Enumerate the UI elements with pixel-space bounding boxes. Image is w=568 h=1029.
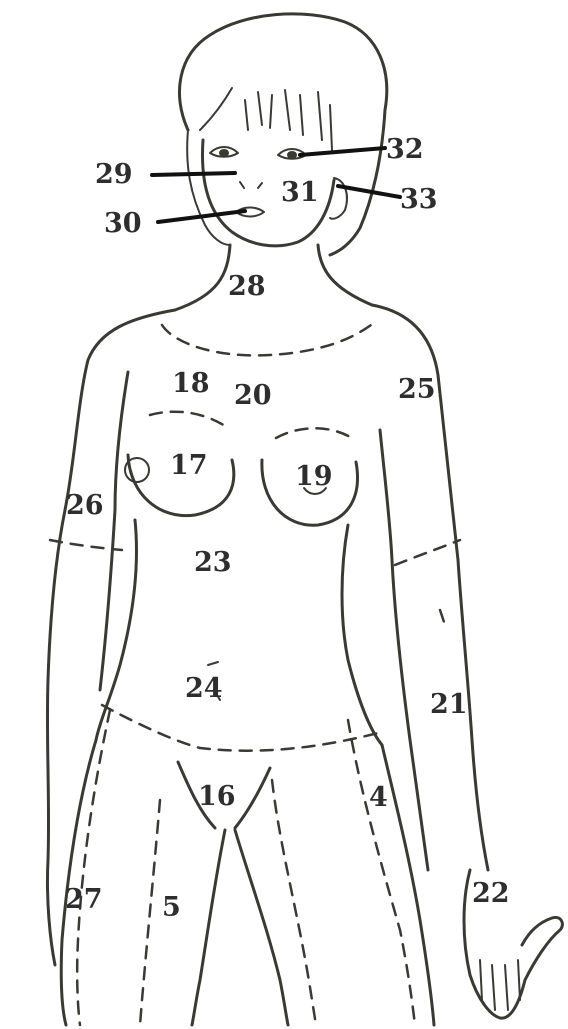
label-4: 4 bbox=[369, 782, 388, 813]
label-22: 22 bbox=[472, 878, 510, 909]
right-elbow-mark bbox=[440, 610, 445, 625]
left-leg-outer bbox=[61, 740, 96, 1025]
right-arm-band bbox=[395, 540, 460, 565]
bikini-line bbox=[102, 705, 382, 751]
right-hand-fingers bbox=[480, 960, 520, 1010]
neck-right bbox=[318, 245, 372, 305]
label-31: 31 bbox=[281, 177, 319, 208]
hair-fringe bbox=[200, 88, 332, 150]
label-33: 33 bbox=[400, 184, 438, 215]
label-27: 27 bbox=[65, 884, 103, 915]
nose bbox=[240, 182, 262, 188]
label-26: 26 bbox=[66, 490, 104, 521]
groin-right bbox=[235, 768, 270, 828]
label-18: 18 bbox=[172, 368, 210, 399]
waist-left bbox=[96, 520, 137, 740]
right-pupil bbox=[287, 151, 297, 159]
label-32: 32 bbox=[386, 134, 424, 165]
leader-30 bbox=[158, 211, 245, 222]
label-17: 17 bbox=[170, 450, 208, 481]
right-thigh-dash bbox=[348, 720, 415, 1025]
label-29: 29 bbox=[95, 159, 133, 190]
label-25: 25 bbox=[398, 374, 436, 405]
left-breast-top bbox=[150, 412, 228, 428]
leader-29 bbox=[152, 173, 235, 175]
hair-outline bbox=[179, 14, 386, 255]
left-body-outline bbox=[47, 310, 175, 965]
left-arm-inner bbox=[100, 372, 128, 690]
label-16: 16 bbox=[198, 781, 236, 812]
inner-right-leg bbox=[235, 830, 288, 1025]
label-5: 5 bbox=[162, 892, 181, 923]
neckline bbox=[162, 322, 375, 355]
leader-32 bbox=[300, 148, 385, 155]
label-23: 23 bbox=[194, 547, 232, 578]
neck-left bbox=[175, 245, 230, 310]
right-inner-dash bbox=[272, 780, 316, 1025]
right-leg-outer bbox=[382, 745, 434, 1025]
label-24: 24 bbox=[185, 673, 223, 704]
label-21: 21 bbox=[430, 689, 468, 720]
left-pupil bbox=[219, 149, 229, 157]
inner-left-leg bbox=[192, 830, 225, 1025]
label-30: 30 bbox=[104, 208, 142, 239]
label-28: 28 bbox=[228, 271, 266, 302]
right-breast-top bbox=[276, 428, 352, 438]
left-inner-dash bbox=[140, 800, 160, 1025]
waist-right bbox=[342, 525, 382, 745]
left-thigh-dash bbox=[77, 710, 110, 1025]
label-19: 19 bbox=[295, 461, 333, 492]
label-20: 20 bbox=[234, 380, 272, 411]
